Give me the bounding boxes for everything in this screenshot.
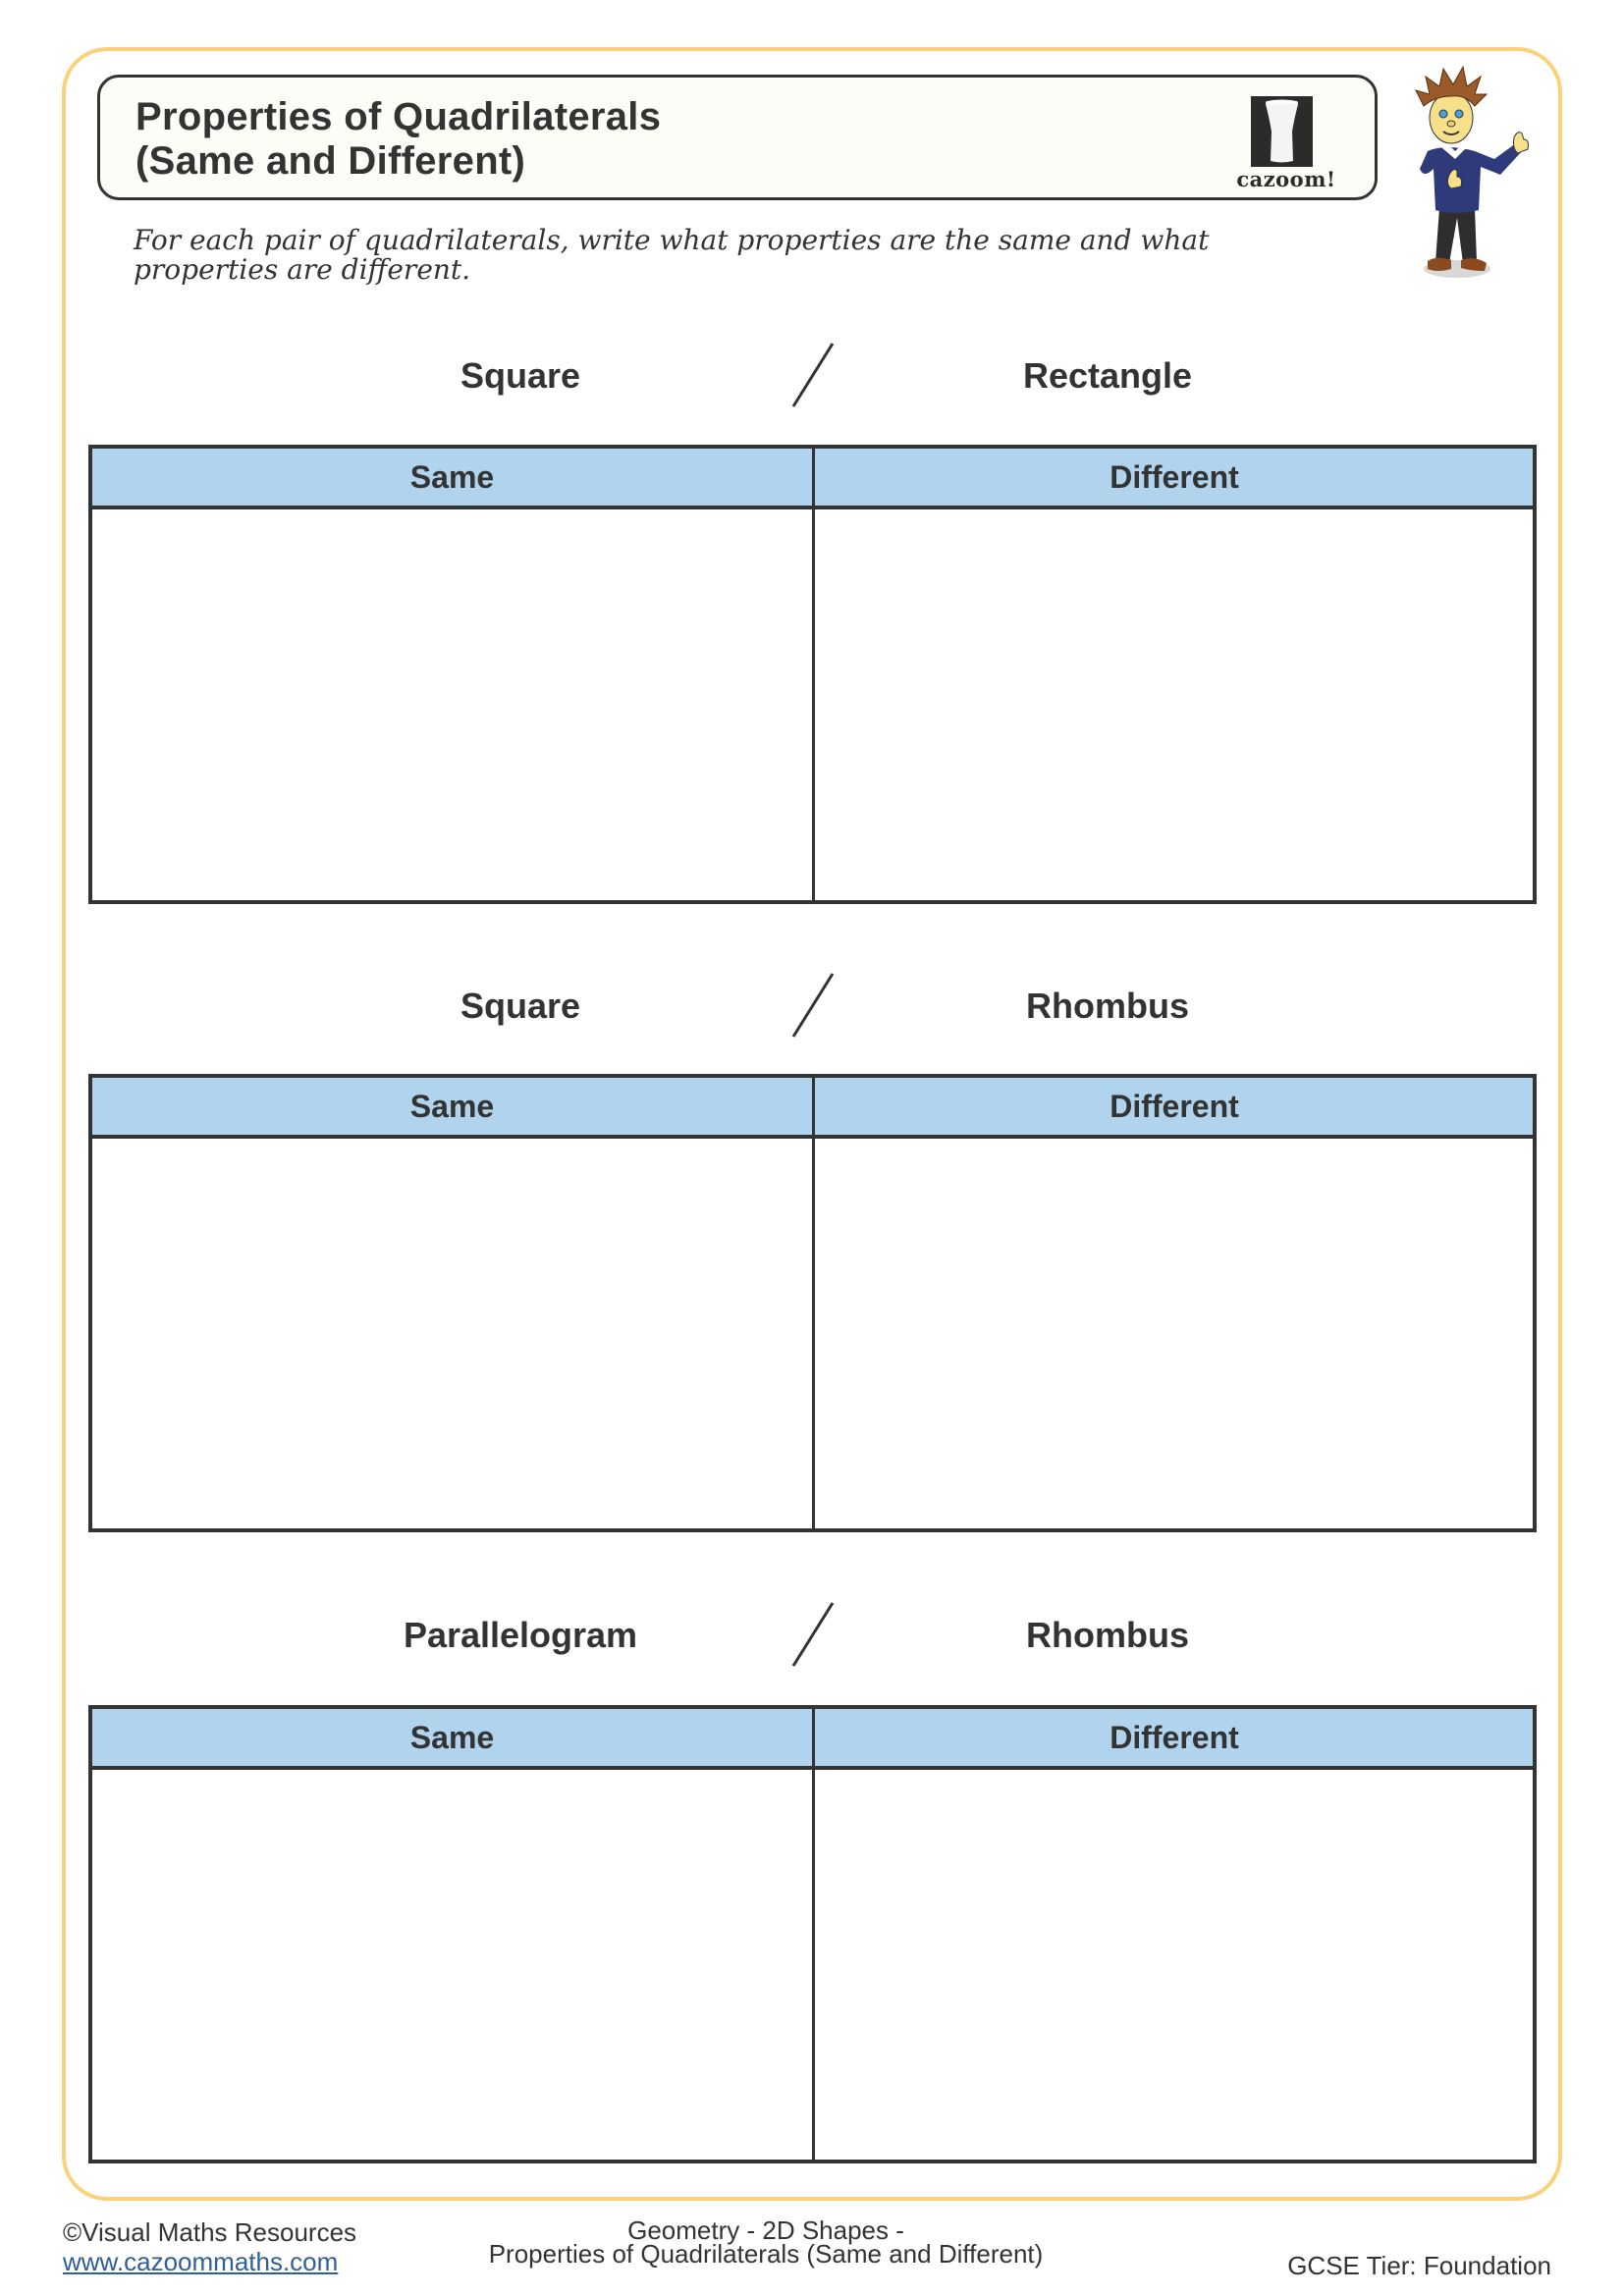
page-title-line2: (Same and Different)	[135, 139, 526, 183]
footer-topic: Geometry - 2D Shapes - Properties of Qua…	[471, 2216, 1060, 2269]
column-header-different: Different	[1110, 1720, 1239, 1755]
page-frame	[62, 47, 1562, 2201]
column-header-same: Same	[409, 1089, 495, 1124]
column-header-same: Same	[409, 459, 495, 495]
slash-separator-icon	[791, 343, 835, 407]
cazoom-drum-logo-icon	[1251, 96, 1313, 167]
cazoom-logo: cazoom!	[1222, 90, 1350, 191]
comparison-table-1: Same Different	[88, 445, 1537, 904]
column-divider	[812, 449, 815, 900]
comparison-table-3: Same Different	[88, 1705, 1537, 2163]
copyright-text: ©Visual Maths Resources	[63, 2217, 357, 2247]
pair-heading-3: Parallelogram Rhombus	[88, 1602, 1537, 1683]
pair-left-shape: Square	[460, 355, 581, 396]
cartoon-boy-thumbs-up-icon	[1406, 61, 1534, 287]
slash-separator-icon	[791, 973, 835, 1038]
topic-line2: Properties of Quadrilaterals (Same and D…	[488, 2239, 1044, 2269]
different-answer-cell[interactable]	[815, 1770, 1533, 2160]
footer-left: ©Visual Maths Resources www.cazoommaths.…	[63, 2217, 356, 2276]
column-divider	[812, 1078, 815, 1528]
different-answer-cell[interactable]	[815, 1139, 1533, 1528]
footer-tier: GCSE Tier: Foundation	[1287, 2251, 1551, 2280]
pair-right-shape: Rectangle	[1022, 355, 1193, 396]
logo-text: cazoom!	[1236, 167, 1336, 191]
column-header-different: Different	[1110, 459, 1239, 495]
pair-right-shape: Rhombus	[1026, 1615, 1189, 1655]
title-box: Properties of Quadrilaterals (Same and D…	[97, 75, 1378, 200]
column-header-same: Same	[409, 1720, 495, 1755]
column-header-different: Different	[1110, 1089, 1239, 1124]
topic-line1: Geometry - 2D Shapes -	[627, 2216, 904, 2245]
comparison-table-2: Same Different	[88, 1074, 1537, 1532]
same-answer-cell[interactable]	[92, 1139, 812, 1528]
pair-left-shape: Parallelogram	[403, 1615, 638, 1655]
different-answer-cell[interactable]	[815, 509, 1533, 900]
pair-heading-1: Square Rectangle	[88, 343, 1537, 424]
same-answer-cell[interactable]	[92, 1770, 812, 2160]
slash-separator-icon	[791, 1602, 835, 1667]
website-link[interactable]: www.cazoommaths.com	[63, 2247, 339, 2276]
pair-heading-2: Square Rhombus	[88, 973, 1537, 1054]
pair-right-shape: Rhombus	[1026, 986, 1189, 1026]
pair-left-shape: Square	[460, 986, 581, 1026]
column-divider	[812, 1709, 815, 2160]
same-answer-cell[interactable]	[92, 509, 812, 900]
instructions: For each pair of quadrilaterals, write w…	[134, 224, 1210, 286]
page-title-line1: Properties of Quadrilaterals	[135, 95, 662, 138]
